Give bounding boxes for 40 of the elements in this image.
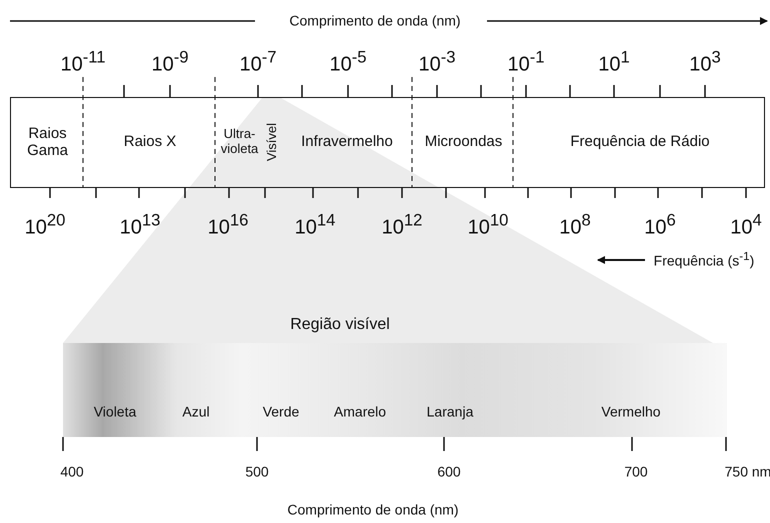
tick-label: 400 bbox=[60, 464, 84, 480]
tick-label: 10$^{-1}$ bbox=[507, 48, 545, 76]
region-label: Raios X bbox=[124, 133, 176, 151]
color-label: Vermelho bbox=[601, 404, 661, 420]
region-label: Microondas bbox=[424, 133, 502, 151]
region-label: Raios Gama bbox=[26, 124, 69, 160]
tick-label: 700 bbox=[624, 464, 648, 480]
axis-title: Comprimento de onda (nm) bbox=[289, 13, 461, 29]
tick-label: 10$^{-5}$ bbox=[329, 48, 367, 76]
region-label: Visível bbox=[264, 122, 280, 162]
tick-label: 10$^{6}$ bbox=[644, 212, 676, 238]
color-label: Violeta bbox=[94, 404, 136, 420]
tick-label: 10$^{16}$ bbox=[208, 212, 248, 238]
tick-label: 750 nm bbox=[724, 464, 770, 480]
spectrum-band bbox=[10, 97, 765, 188]
tick-label: 10$^{8}$ bbox=[559, 212, 591, 238]
region-label: Frequência de Rádio bbox=[570, 133, 710, 151]
tick-label: 10$^{14}$ bbox=[294, 212, 336, 238]
color-label: Amarelo bbox=[334, 404, 386, 420]
tick-label: 10$^{13}$ bbox=[120, 212, 160, 238]
tick-label: 500 bbox=[245, 464, 269, 480]
color-label: Verde bbox=[262, 404, 300, 420]
region-label: Infravermelho bbox=[301, 133, 393, 151]
section-title: Região visível bbox=[290, 316, 390, 334]
axis-title: Frequência (s$^{-1}$) bbox=[654, 250, 754, 270]
tick-label: 10$^{1}$ bbox=[598, 48, 630, 76]
tick-label: 10$^{-11}$ bbox=[60, 48, 106, 76]
axis-title: Comprimento de onda (nm) bbox=[287, 502, 459, 518]
tick-label: 10$^{-7}$ bbox=[239, 48, 277, 76]
tick-label: 600 bbox=[437, 464, 461, 480]
color-label: Laranja bbox=[426, 404, 474, 420]
tick-label: 10$^{10}$ bbox=[468, 212, 508, 238]
color-label: Azul bbox=[182, 404, 210, 420]
tick-label: 10$^{3}$ bbox=[689, 48, 721, 76]
region-label: Ultra-violeta bbox=[220, 127, 259, 157]
tick-label: 10$^{-9}$ bbox=[151, 48, 189, 76]
tick-label: 10$^{12}$ bbox=[382, 212, 422, 238]
tick-label: 10$^{4}$ bbox=[730, 212, 762, 238]
tick-label: 10$^{-3}$ bbox=[418, 48, 456, 76]
tick-label: 10$^{20}$ bbox=[24, 212, 66, 238]
